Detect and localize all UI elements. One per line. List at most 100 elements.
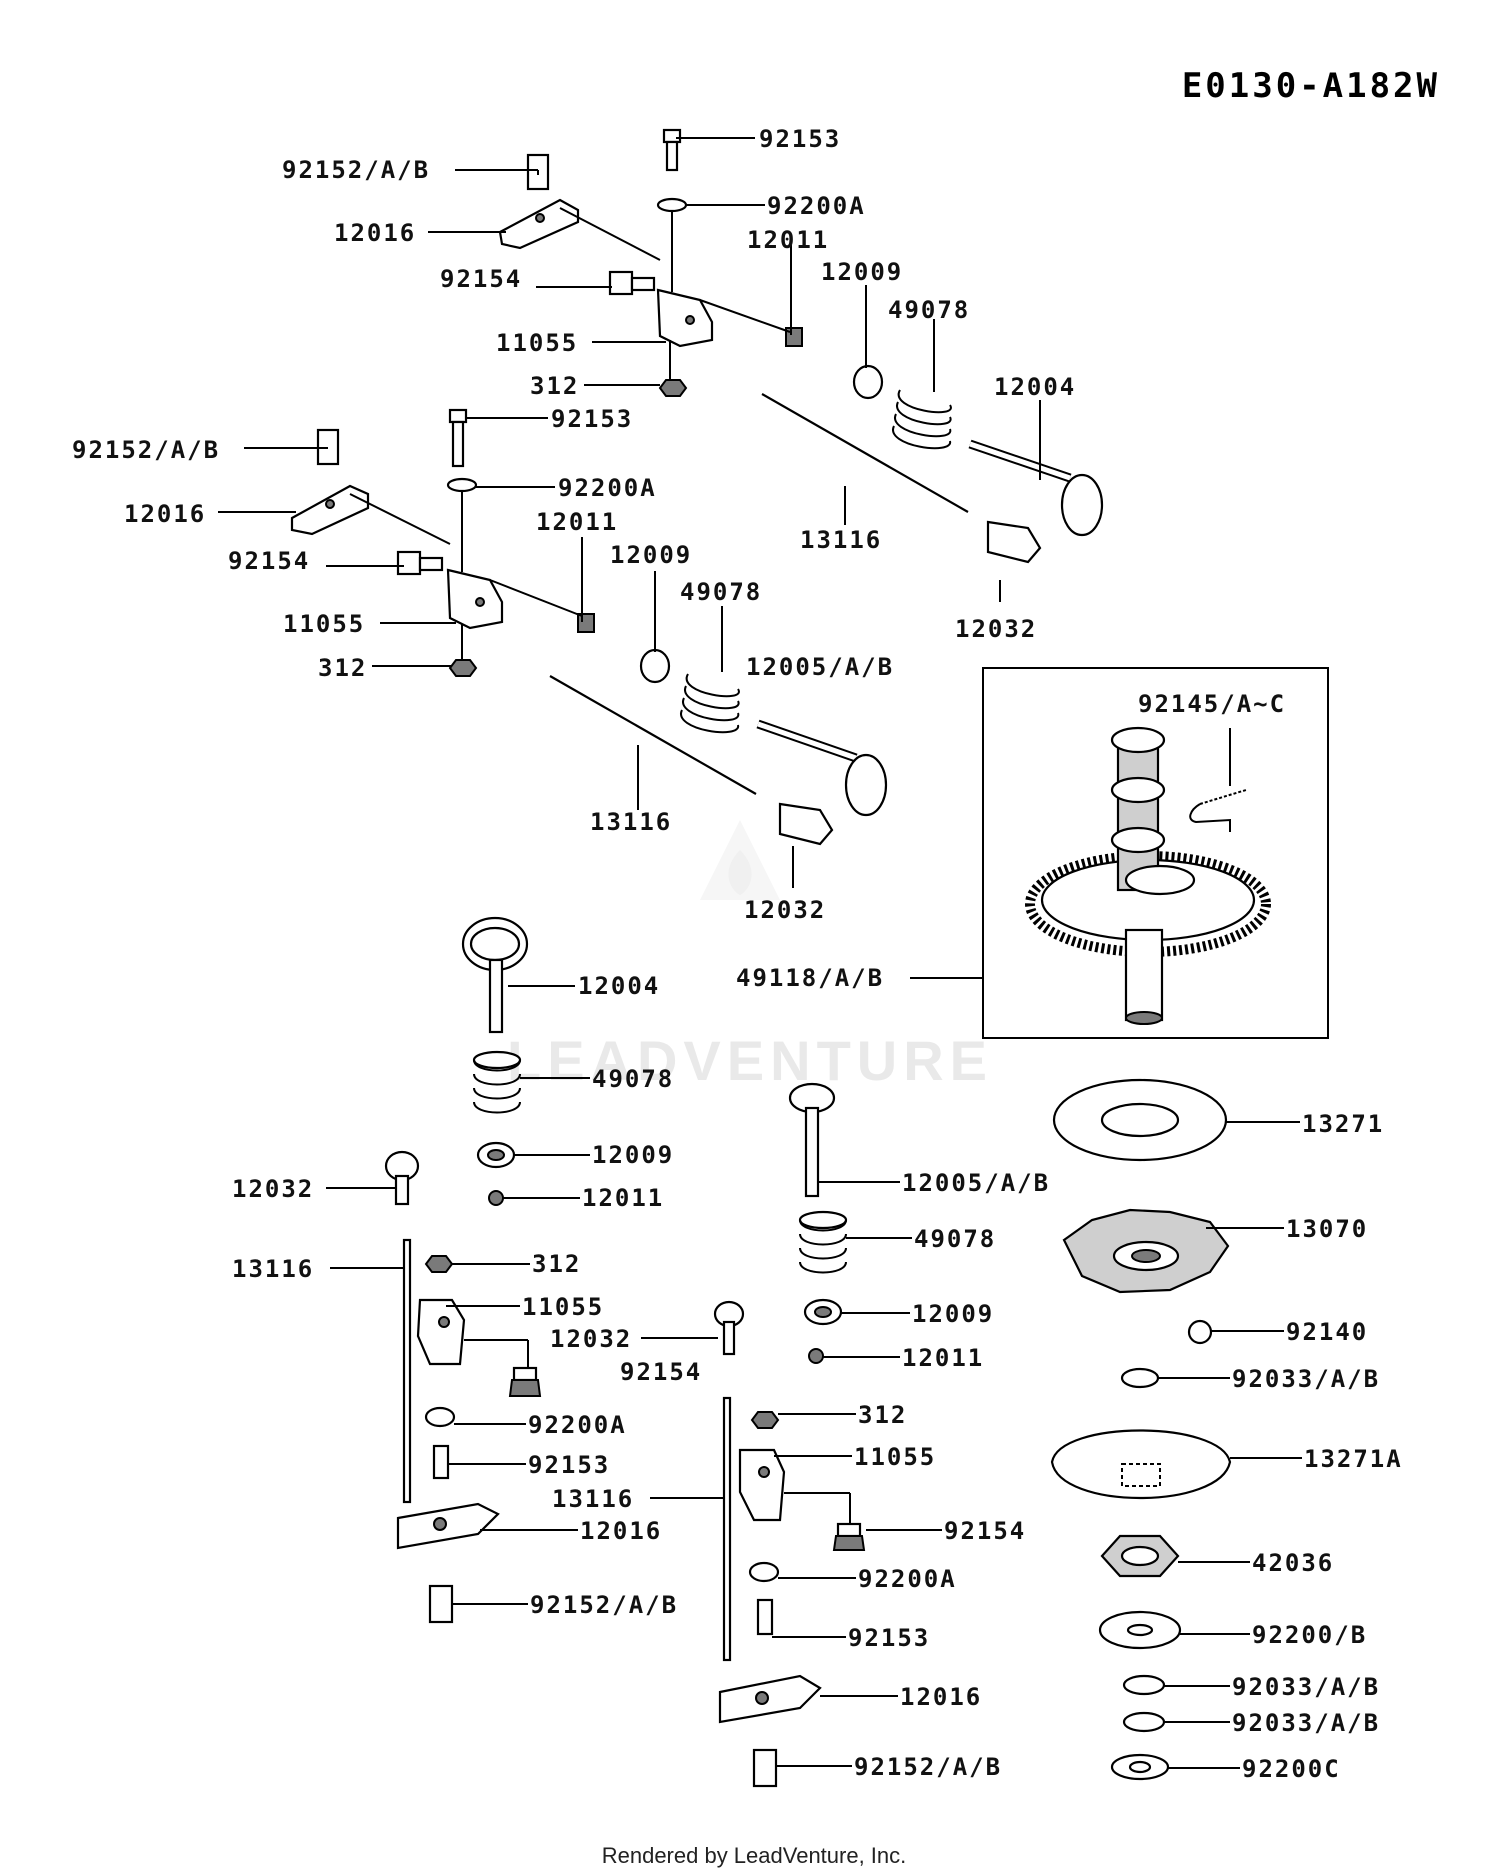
part-label: 92154 [620, 1358, 702, 1386]
washer-92200a-lower-left [424, 1406, 456, 1428]
part-label: 13116 [552, 1485, 634, 1513]
part-label: 92152/A/B [854, 1753, 1002, 1781]
part-label: 12032 [232, 1175, 314, 1203]
valve-12005-middle [844, 753, 888, 817]
part-label: 11055 [283, 610, 365, 638]
rocker-arm-12016-lower-left [396, 1502, 500, 1550]
part-label: 49078 [914, 1225, 996, 1253]
push-rod-13116-lower-left [402, 1238, 412, 1504]
part-label: 92033/A/B [1232, 1709, 1380, 1737]
guide-11055-lower-center [738, 1448, 786, 1522]
part-label: 92145/A~C [1138, 690, 1286, 718]
watermark-text: LEADVENTURE [507, 1029, 993, 1092]
push-rod-13116-middle [549, 675, 757, 795]
part-label: 312 [318, 654, 367, 682]
stud-92154-lower-center [836, 1522, 862, 1538]
watermark-logo [700, 820, 780, 900]
part-label: 92153 [759, 125, 841, 153]
nut-312-lower-center [750, 1411, 780, 1429]
cotter-12011-lower-center [808, 1348, 824, 1364]
part-label: 92200A [528, 1411, 627, 1439]
ring-92033-middle [1122, 1674, 1166, 1696]
cam-shaft-lower [1124, 928, 1164, 1022]
part-label: 12005/A/B [746, 653, 894, 681]
part-label: 42036 [1252, 1549, 1334, 1577]
right-column-parts [1050, 1078, 1232, 1781]
washer-92200a-upper [656, 197, 688, 213]
part-label: 13116 [800, 526, 882, 554]
part-label: 13116 [232, 1255, 314, 1283]
stud-92154-lower-left [512, 1366, 538, 1382]
part-label: 49078 [680, 578, 762, 606]
part-label: 11055 [522, 1293, 604, 1321]
part-label: 92140 [1286, 1318, 1368, 1346]
bolt-92153-lower-left [432, 1444, 450, 1480]
part-label: 49078 [592, 1065, 674, 1093]
part-label: 12009 [821, 258, 903, 286]
spring-49078-upper [892, 389, 952, 450]
part-label: 11055 [496, 329, 578, 357]
valve-12004-upper [1060, 473, 1104, 537]
diagram-code: E0130-A182W [1182, 66, 1440, 106]
part-label: 12016 [124, 500, 206, 528]
part-label: 11055 [854, 1443, 936, 1471]
stud-92154-upper [608, 270, 634, 296]
center-column-parts [713, 1082, 866, 1788]
part-label: 92154 [944, 1517, 1026, 1545]
part-labels: 92153 92152/A/B 92200A 12016 12011 12009… [72, 125, 1403, 1783]
upper-rocker-assembly [498, 128, 1104, 564]
rocker-arm-12016-middle [290, 484, 370, 536]
retainer-12009-middle [639, 648, 671, 684]
part-label: 12009 [912, 1300, 994, 1328]
part-label: 312 [530, 372, 579, 400]
part-label: 92200/B [1252, 1621, 1367, 1649]
part-label: 49078 [888, 296, 970, 324]
part-label: 12016 [580, 1517, 662, 1545]
stud-92154-middle [396, 550, 422, 576]
nut-312-lower-left [424, 1255, 454, 1273]
nut-312-middle [448, 659, 478, 677]
guide-11055-upper [656, 288, 714, 348]
part-label: 13271 [1302, 1110, 1384, 1138]
ring-92033-upper [1120, 1367, 1160, 1389]
bolt-92153-upper [662, 128, 682, 144]
cotter-12011-lower-left [488, 1190, 504, 1206]
part-label: 92200A [767, 192, 866, 220]
ring-92033-lower [1122, 1711, 1166, 1733]
part-label: 13070 [1286, 1215, 1368, 1243]
retainer-12009-upper [852, 364, 884, 400]
sleeve-92152-lower-left [428, 1584, 454, 1624]
part-label: 92154 [228, 547, 310, 575]
part-label: 12016 [900, 1683, 982, 1711]
spring-92145 [1199, 789, 1247, 805]
part-label: 12009 [592, 1141, 674, 1169]
middle-rocker-assembly [290, 408, 888, 846]
part-label: 92152/A/B [282, 156, 430, 184]
part-label: 12011 [536, 508, 618, 536]
part-label: 312 [858, 1401, 907, 1429]
part-label: 92153 [551, 405, 633, 433]
rocker-arm-12016-lower-center [718, 1674, 822, 1724]
camshaft-box [982, 667, 1329, 1039]
tappet-12032-upper [986, 520, 1042, 564]
part-label: 92153 [848, 1624, 930, 1652]
guide-11055-lower-left [416, 1298, 466, 1366]
sleeve-92152-lower-center [752, 1748, 778, 1788]
part-label: 12011 [582, 1184, 664, 1212]
washer-92200a-middle [446, 477, 478, 493]
part-label: 12004 [994, 373, 1076, 401]
part-label: 12005/A/B [902, 1169, 1050, 1197]
footer-credit: Rendered by LeadVenture, Inc. [602, 1843, 907, 1868]
push-rod-13116-upper [761, 393, 969, 513]
nut-312-upper [658, 379, 688, 397]
part-label: 12004 [578, 972, 660, 1000]
guide-11055-middle [446, 568, 504, 630]
part-label: 13271A [1304, 1445, 1403, 1473]
part-label: 13116 [590, 808, 672, 836]
part-label: 12011 [747, 226, 829, 254]
spring-49078-middle [680, 673, 740, 734]
part-label: 12009 [610, 541, 692, 569]
part-label: 92153 [528, 1451, 610, 1479]
tappet-12032-middle [778, 802, 834, 846]
